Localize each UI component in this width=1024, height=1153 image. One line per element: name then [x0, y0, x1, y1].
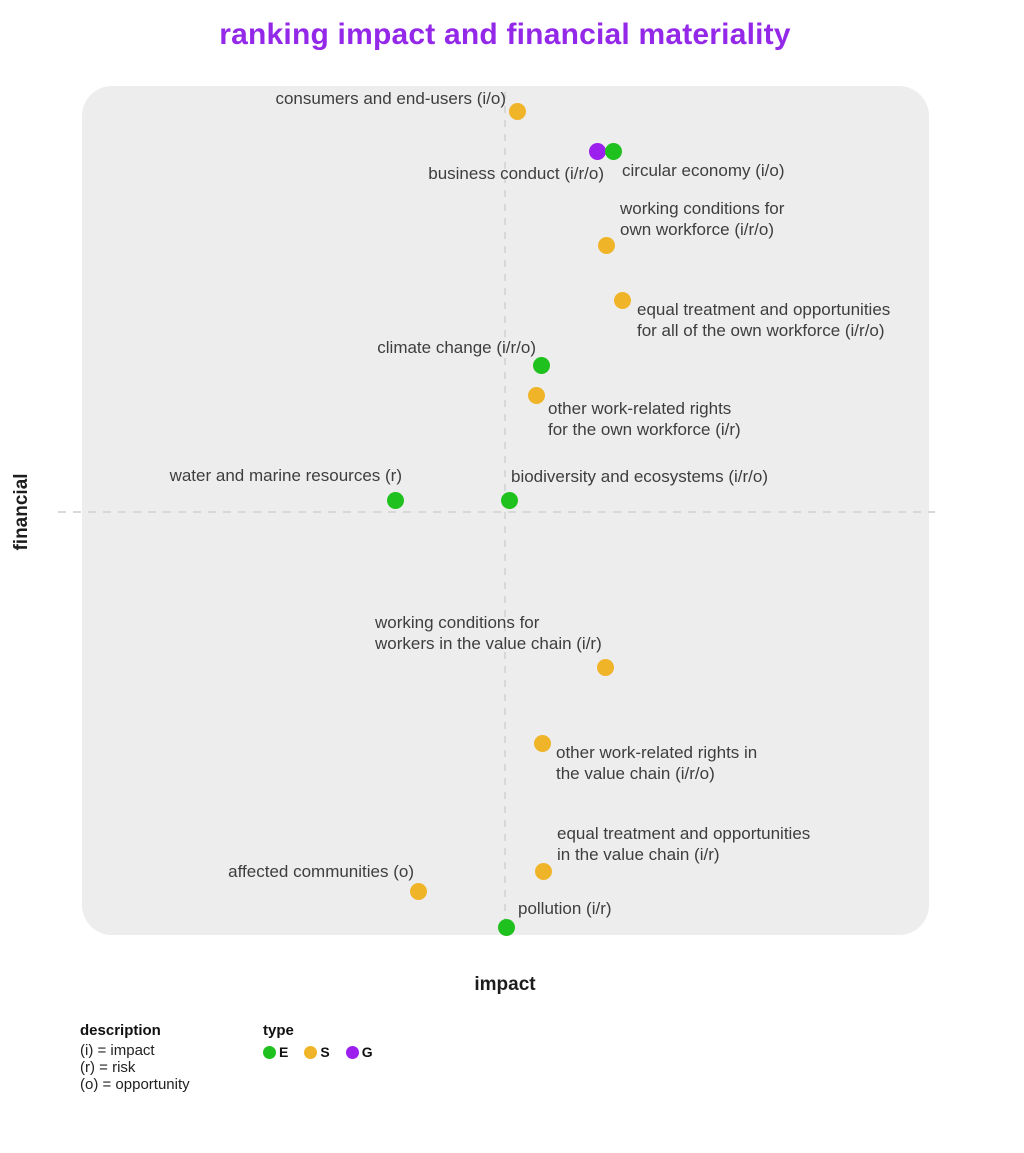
point-dot-S	[527, 386, 545, 404]
legend-type-letter: G	[361, 1044, 373, 1060]
point-label: climate change (i/r/o)	[377, 338, 536, 357]
point-label: pollution (i/r)	[518, 899, 612, 918]
legend-description-item: (o) = opportunity	[80, 1076, 190, 1093]
point-dot-S	[597, 236, 615, 254]
legend-description-block: description (i) = impact(r) = risk(o) = …	[80, 1022, 190, 1093]
legend-type-block: type E S G	[263, 1022, 373, 1060]
legend-dot-S	[304, 1045, 318, 1059]
horizontal-dashed-guide	[58, 511, 935, 513]
point-dot-E	[497, 918, 515, 936]
legend-type-item-S: S	[304, 1044, 330, 1060]
legend-type-item-G: G	[345, 1044, 373, 1060]
legend-description-title: description	[80, 1022, 161, 1039]
point-dot-S	[534, 862, 552, 880]
point-dot-S	[596, 658, 614, 676]
legend-type-letter: E	[279, 1044, 289, 1060]
point-dot-G	[588, 142, 606, 160]
legend-dot-E	[263, 1045, 276, 1059]
legend-type-letter: S	[320, 1044, 330, 1060]
point-dot-E	[532, 356, 550, 374]
point-label: biodiversity and ecosystems (i/r/o)	[511, 467, 768, 486]
point-dot-E	[386, 491, 404, 509]
point-dot-S	[409, 882, 427, 900]
point-label: consumers and end-users (i/o)	[275, 89, 506, 108]
y-axis-label: financial	[11, 473, 32, 551]
point-label: business conduct (i/r/o)	[428, 164, 604, 183]
legend-description-item: (r) = risk	[80, 1059, 136, 1076]
point-dot-S	[533, 734, 551, 752]
point-dot-E	[500, 491, 518, 509]
legend-type-item-E: E	[263, 1044, 288, 1060]
legend-dot-G	[345, 1045, 359, 1059]
x-axis-label: impact	[474, 974, 536, 995]
point-label: circular economy (i/o)	[622, 161, 785, 180]
legend-type-title: type	[263, 1022, 294, 1039]
chart-title: ranking impact and financial materiality	[219, 18, 791, 51]
point-dot-S	[508, 102, 526, 120]
point-label: affected communities (o)	[228, 862, 414, 881]
point-dot-E	[604, 142, 622, 160]
legend-description-items: (i) = impact(r) = risk(o) = opportunity	[80, 1042, 190, 1093]
legend-description-item: (i) = impact	[80, 1042, 155, 1059]
point-label: water and marine resources (r)	[169, 466, 402, 485]
point-dot-S	[613, 291, 631, 309]
